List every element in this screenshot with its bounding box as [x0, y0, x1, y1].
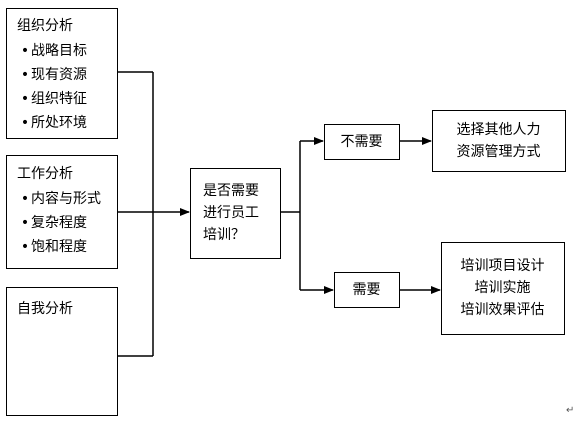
org-analysis-title: 组织分析 — [17, 18, 73, 34]
list-item: •饱和程度 — [20, 239, 87, 255]
alternative-hr-box: 选择其他人力 资源管理方式 — [432, 110, 566, 172]
no-need-label: 不需要 — [340, 134, 383, 150]
list-item: •战略目标 — [20, 43, 87, 59]
list-item: •组织特征 — [20, 91, 87, 107]
training-text: 培训项目设计 培训实施 培训效果评估 — [460, 258, 545, 318]
bullet-icon: • — [20, 43, 30, 59]
work-analysis-list: •内容与形式 •复杂程度 •饱和程度 — [19, 191, 101, 263]
work-analysis-box: 工作分析 •内容与形式 •复杂程度 •饱和程度 — [6, 155, 118, 269]
decision-box: 是否需要 进行员工 培训？ — [190, 168, 281, 259]
list-item: •所处环境 — [20, 115, 87, 131]
list-item: •内容与形式 — [20, 191, 101, 207]
paragraph-mark-icon: ↵ — [566, 405, 575, 416]
bullet-icon: • — [20, 115, 30, 131]
bullet-icon: • — [20, 191, 30, 207]
self-analysis-title: 自我分析 — [17, 301, 73, 317]
bullet-icon: • — [20, 91, 30, 107]
need-label: 需要 — [352, 282, 381, 298]
training-box: 培训项目设计 培训实施 培训效果评估 — [441, 242, 565, 335]
org-analysis-list: •战略目标 •现有资源 •组织特征 •所处环境 — [19, 43, 87, 139]
list-item: •现有资源 — [20, 67, 87, 83]
bullet-icon: • — [20, 67, 30, 83]
list-item: •复杂程度 — [20, 215, 87, 231]
need-box: 需要 — [334, 272, 400, 308]
work-analysis-title: 工作分析 — [17, 166, 73, 182]
bullet-icon: • — [20, 215, 30, 231]
no-need-box: 不需要 — [324, 124, 400, 160]
alternative-hr-text: 选择其他人力 资源管理方式 — [456, 122, 541, 160]
self-analysis-box: 自我分析 — [6, 287, 118, 416]
decision-text: 是否需要 进行员工 培训？ — [203, 183, 259, 243]
bullet-icon: • — [20, 239, 30, 255]
org-analysis-box: 组织分析 •战略目标 •现有资源 •组织特征 •所处环境 — [6, 8, 118, 139]
